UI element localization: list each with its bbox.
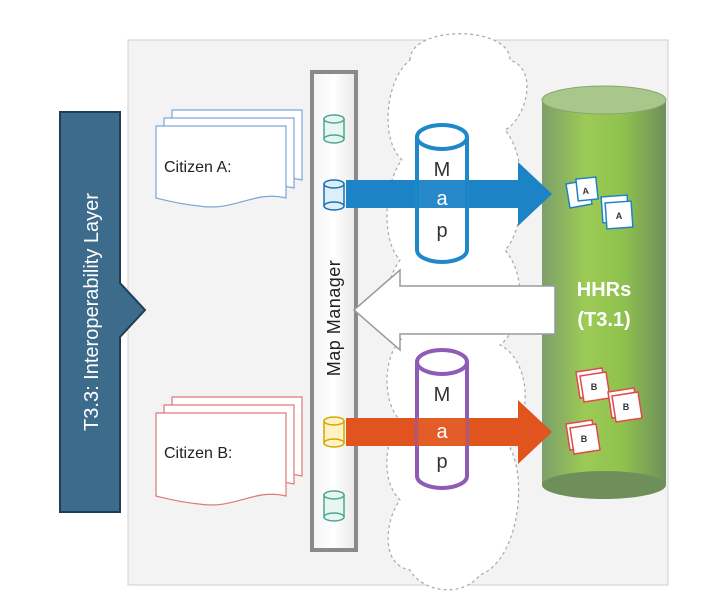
- record-b-label: B: [623, 402, 630, 412]
- map-manager-label: Map Manager: [324, 260, 344, 377]
- record-a-label: A: [582, 186, 590, 197]
- citizen-b-documents: Citizen B:: [155, 396, 303, 506]
- citizen-a-label: Citizen A:: [164, 159, 232, 176]
- citizen-a-documents: Citizen A:: [155, 109, 303, 208]
- map-b-letter-m: M: [434, 384, 451, 406]
- manager-slot-cylinder: [323, 114, 345, 144]
- manager-slot-cylinder: [323, 490, 345, 522]
- map-a-cylinder: M a p: [415, 123, 469, 264]
- record-a-icon: A A: [565, 176, 634, 230]
- record-a-label: A: [616, 211, 623, 221]
- map-a-letter-a: a: [436, 188, 448, 210]
- record-b-icon: B B B: [565, 367, 643, 455]
- hhrs-label: HHRs: [577, 279, 631, 301]
- map-manager: Map Manager: [310, 70, 358, 552]
- manager-slot-cylinder: [323, 416, 345, 448]
- map-b-cylinder: M a p: [415, 348, 469, 490]
- interoperability-layer: T3.3: Interoperability Layer: [59, 111, 147, 513]
- record-b-label: B: [591, 382, 598, 392]
- citizen-b-label: Citizen B:: [164, 445, 232, 462]
- layer-label: T3.3: Interoperability Layer: [81, 193, 103, 431]
- map-a-letter-p: p: [436, 220, 447, 242]
- record-b-label: B: [581, 434, 588, 444]
- map-b-letter-a: a: [436, 421, 448, 443]
- map-a-letter-m: M: [434, 159, 451, 181]
- return-arrow: [352, 268, 556, 352]
- hhrs-sub-label: (T3.1): [577, 309, 630, 331]
- hhrs-repository: HHRs (T3.1): [541, 85, 667, 499]
- manager-slot-cylinder: [323, 179, 345, 211]
- map-b-letter-p: p: [436, 451, 447, 473]
